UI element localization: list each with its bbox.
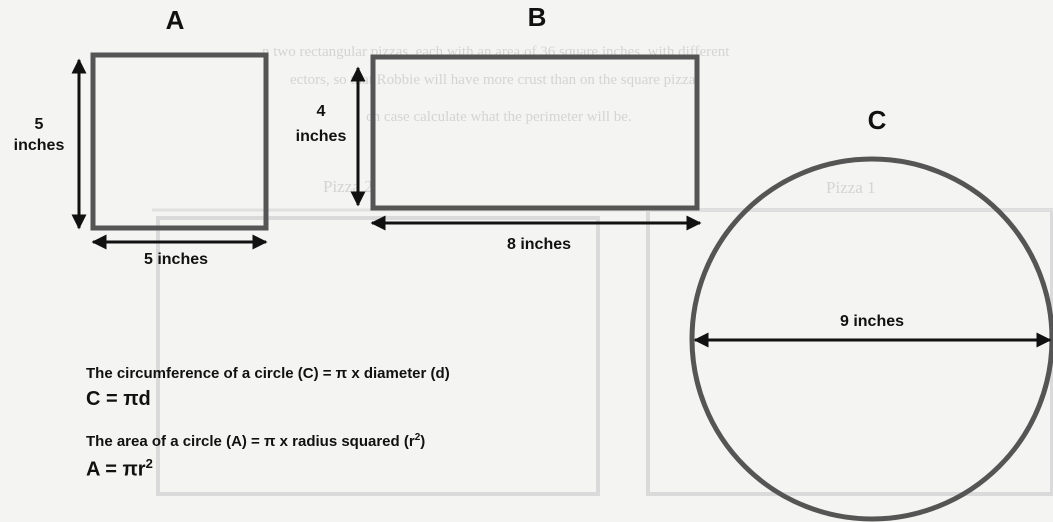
shape-b-rectangle: B 4 inches 8 inches [296, 2, 702, 253]
square-outline [90, 52, 269, 231]
circle-outline [689, 156, 1053, 522]
area-formula-text: The area of a circle (A) = π x radius sq… [86, 432, 425, 450]
rectangle-height-value: 4 [317, 103, 326, 120]
rectangle-width-label: 8 inches [507, 236, 571, 253]
circumference-formula-symbolic: C = πd [86, 388, 151, 411]
bleed-text-line-2: ectors, so that Robbie will have more cr… [290, 72, 699, 88]
circumference-text: The circumference of a circle (C) = π x … [86, 365, 450, 382]
area-formula-symbolic: A = πr2 [86, 456, 153, 482]
square-height-unit: inches [14, 137, 65, 154]
area-text-close: ) [420, 433, 426, 450]
circle-diameter-label: 9 inches [840, 313, 904, 330]
circumference-symbolic: C = πd [86, 388, 151, 410]
square-width-label: 5 inches [144, 251, 208, 268]
shape-c-circle: C 9 inches [689, 105, 1053, 522]
area-text-exponent: 2 [414, 432, 421, 443]
area-symbolic-main: A = πr [86, 458, 146, 481]
rectangle-height-unit: inches [296, 128, 347, 145]
shape-a-square: A 5 inches 5 inches [14, 5, 269, 268]
background-bleed: n two rectangular pizzas, each with an a… [152, 44, 1053, 496]
bleed-box-left [156, 216, 600, 496]
circumference-formula-text: The circumference of a circle (C) = π x … [86, 365, 450, 382]
bleed-box-right [646, 208, 1053, 496]
rectangle-outline [370, 54, 700, 211]
square-height-value: 5 [35, 116, 44, 133]
area-text-main: The area of a circle (A) = π x radius sq… [86, 433, 415, 450]
bleed-text-line-3: ch case calculate what the perimeter wil… [366, 109, 632, 125]
bleed-label-pizza-1: Pizza 1 [826, 178, 876, 197]
bleed-label-pizza-2: Pizza 2 [323, 177, 373, 196]
area-symbolic-exponent: 2 [145, 456, 153, 471]
shape-b-letter: B [528, 2, 547, 32]
shape-c-letter: C [868, 105, 887, 135]
shape-a-letter: A [166, 5, 185, 35]
